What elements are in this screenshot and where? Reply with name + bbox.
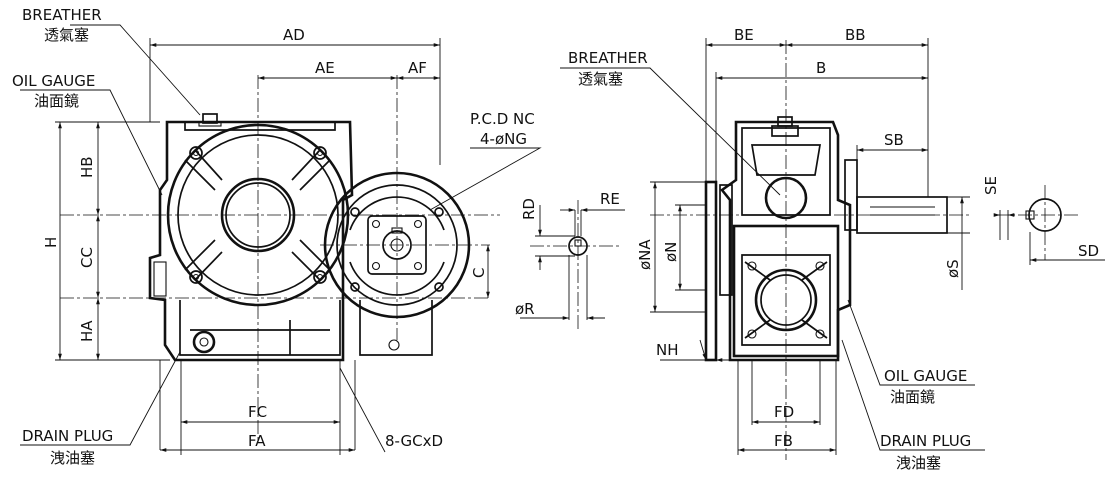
oil-gauge-label-right: OIL GAUGE: [884, 367, 967, 385]
pcd-label: P.C.D NC: [470, 110, 535, 128]
holes-label: 4-øNG: [480, 130, 527, 148]
dim-RD: RD: [520, 198, 538, 220]
dim-SB: SB: [884, 131, 904, 149]
dim-HA: HA: [78, 320, 96, 342]
dim-R: øR: [515, 300, 535, 318]
dim-RE: RE: [600, 190, 620, 208]
dim-NA: øNA: [636, 239, 654, 270]
bolts-label: 8-GCxD: [385, 432, 443, 450]
breather-label-left: BREATHER: [22, 6, 102, 24]
breather-cjk-left: 透氣塞: [44, 26, 89, 44]
dim-AE: AE: [315, 59, 335, 77]
side-view: [560, 38, 1105, 460]
breather-cjk-right: 透氣塞: [578, 70, 623, 88]
oil-gauge-cjk-left: 油面鏡: [34, 92, 79, 110]
dim-BE: BE: [734, 26, 754, 44]
drain-plug-label-right: DRAIN PLUG: [880, 432, 971, 450]
dim-AF: AF: [408, 59, 427, 77]
drain-plug-cjk-right: 洩油塞: [896, 454, 941, 472]
dim-CC: CC: [78, 247, 96, 268]
dim-AD: AD: [283, 26, 305, 44]
dim-S: øS: [944, 259, 962, 278]
dim-NH: NH: [656, 341, 679, 359]
oil-gauge-cjk-right: 油面鏡: [890, 388, 935, 406]
dim-FC: FC: [248, 403, 267, 421]
drain-plug-cjk-left: 洩油塞: [50, 449, 95, 467]
dim-SE: SE: [982, 176, 1000, 195]
dim-C: C: [470, 268, 488, 278]
dim-SD: SD: [1078, 242, 1099, 260]
front-view: [20, 24, 542, 455]
drain-plug-label-left: DRAIN PLUG: [22, 427, 113, 445]
dim-HB: HB: [78, 156, 96, 178]
dim-FB: FB: [774, 432, 793, 450]
dim-BB: BB: [845, 26, 866, 44]
key-detail: [520, 200, 625, 330]
oil-gauge-label-left: OIL GAUGE: [12, 72, 95, 90]
dim-B: B: [816, 59, 826, 77]
dim-H: H: [42, 237, 60, 248]
breather-label-right: BREATHER: [568, 49, 648, 67]
dim-N: øN: [662, 242, 680, 262]
dim-FA: FA: [248, 432, 266, 450]
dim-FD: FD: [774, 403, 794, 421]
